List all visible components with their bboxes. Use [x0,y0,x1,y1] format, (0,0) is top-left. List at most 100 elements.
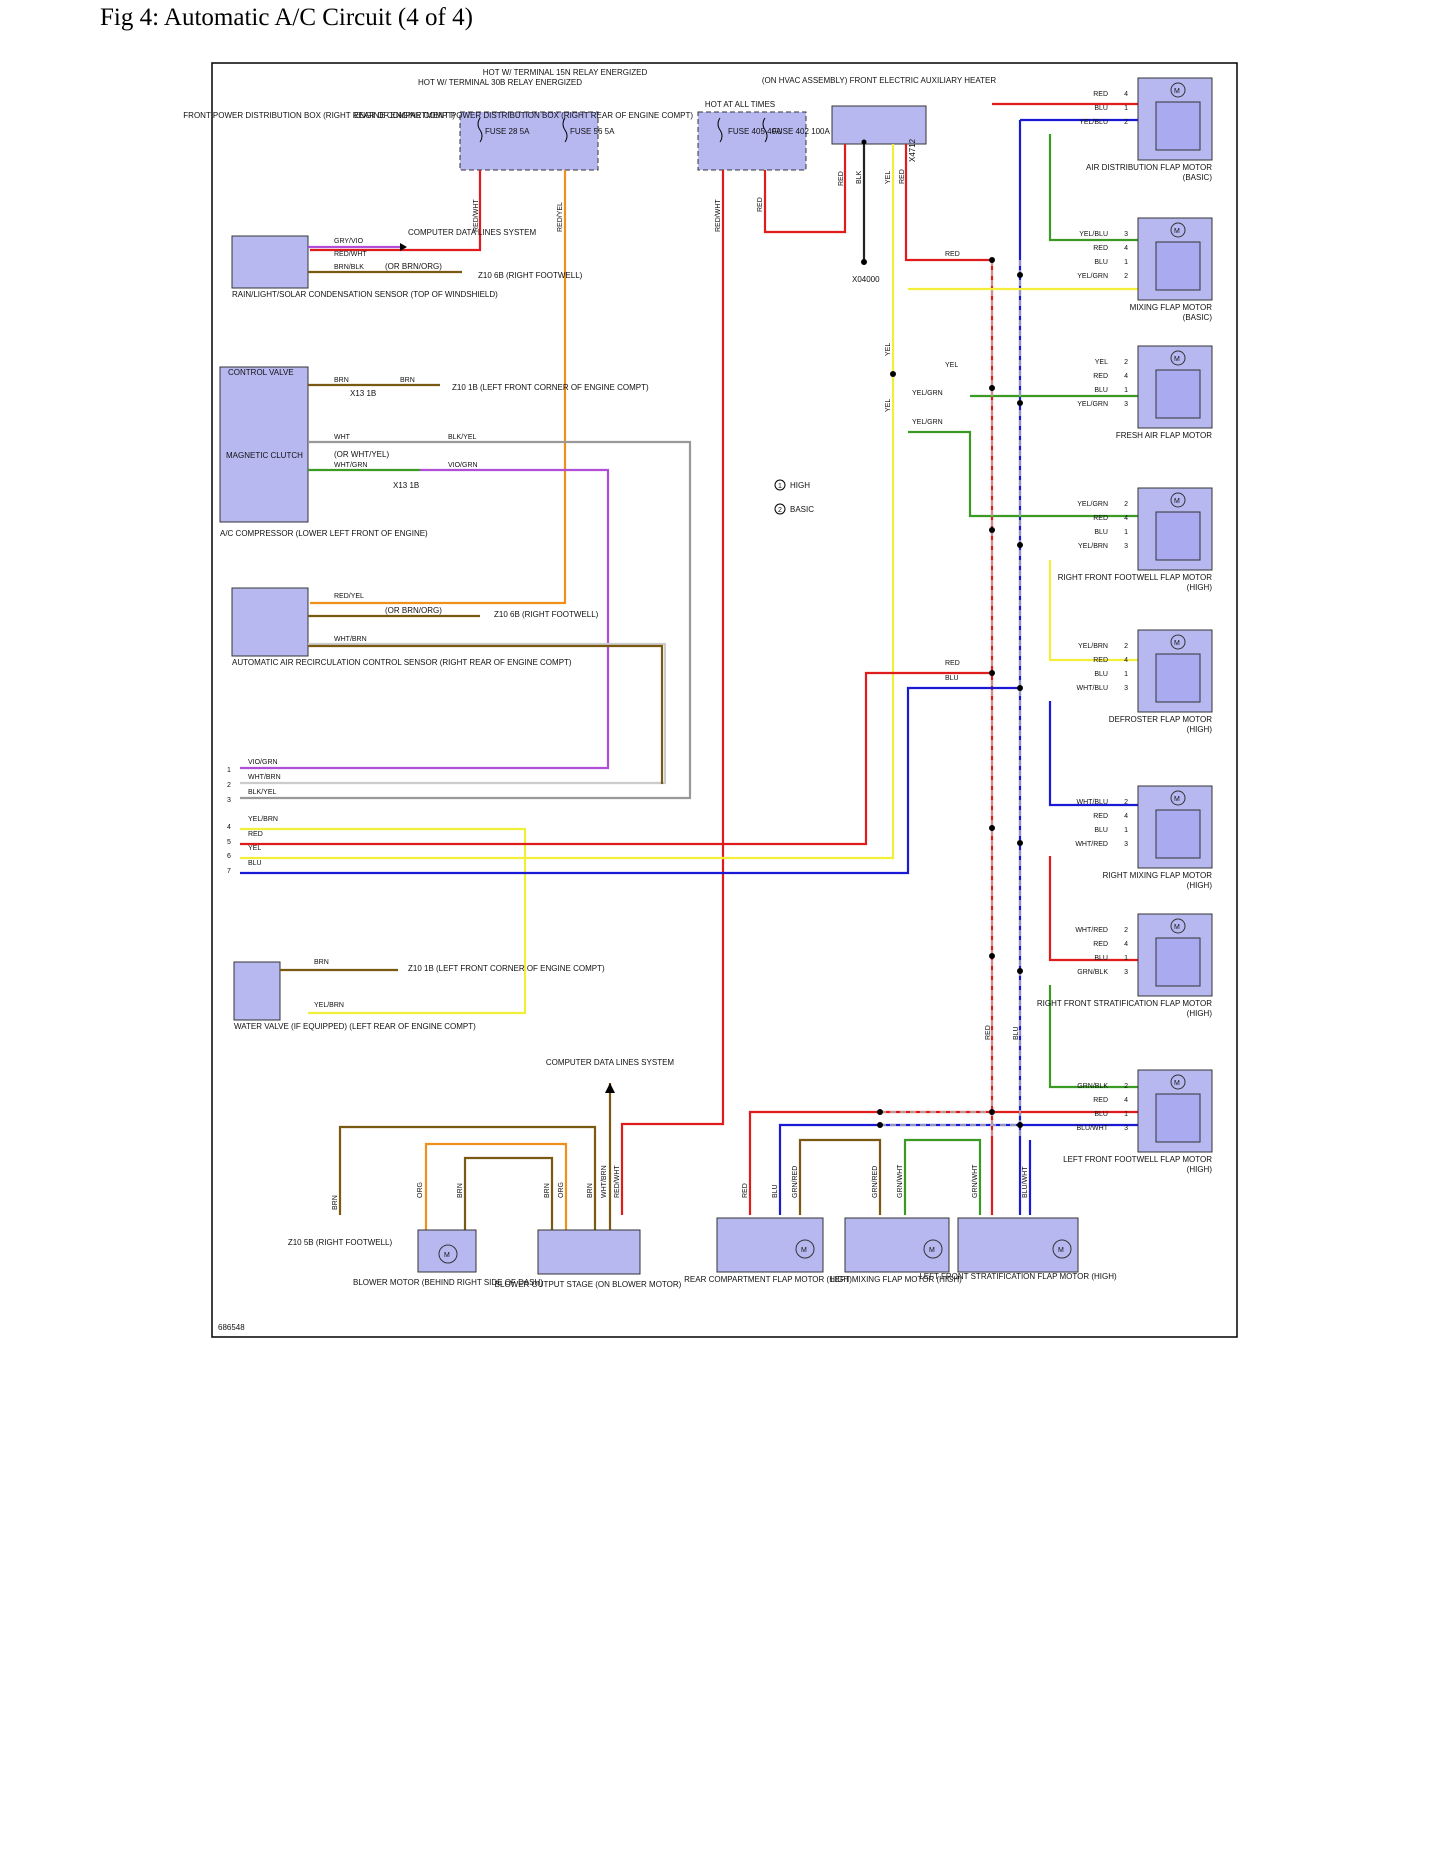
data-lines-label-2: COMPUTER DATA LINES SYSTEM [546,1058,675,1067]
motor-pin-wire: GRN/BLK [1077,969,1108,976]
front-pdb-label: FRONT POWER DISTRIBUTION BOX (RIGHT REAR… [183,111,455,120]
motor-symbol-letter: M [1174,228,1180,235]
or-brn-org-label-1: (OR BRN/ORG) [385,262,442,271]
vlabel-org-1: ORG [417,1182,424,1198]
motor-pin-number: 4 [1124,245,1128,252]
motor-pin-number: 1 [1124,387,1128,394]
flap-motor-label: LEFT FRONT FOOTWELL FLAP MOTOR [1063,1155,1212,1164]
fuse-402-label: FUSE 402 100A [772,127,830,136]
wire-vio-grn: VIO/GRN [448,462,478,469]
motor-pin-number: 1 [1124,955,1128,962]
motor-pin-wire: WHT/RED [1075,927,1108,934]
motor-pin-number: 1 [1124,827,1128,834]
vlabel-grn-red-2: GRN/RED [872,1166,879,1198]
flap-motor-label: (HIGH) [1187,881,1213,890]
flap-motor-label: (HIGH) [1187,1165,1213,1174]
wire-red-yel: RED/YEL [334,593,364,600]
hlabel-yel-grn-1: YEL/GRN [912,390,943,397]
legend-high-num: 1 [778,483,782,490]
diagram-id: 686548 [218,1323,245,1332]
motor-pin-number: 1 [1124,259,1128,266]
motor-pin-wire: BLU [1094,259,1108,266]
motor-pin-wire: RED [1093,245,1108,252]
motor-pin-number: 2 [1124,501,1128,508]
z10-6b-label-1: Z10 6B (RIGHT FOOTWELL) [478,271,583,280]
legend-basic: BASIC [790,505,814,514]
motor-pin-wire: BLU [1094,529,1108,536]
flap-motor-inner [1155,511,1201,561]
motor-pin-wire: BLU [1094,105,1108,112]
left-connector-pins: 1 VIO/GRN 2 WHT/BRN 3 BLK/YEL 4 YEL/BRN … [227,671,1020,1015]
engine-compartment-distribution-box: HOT AT ALL TIMES ENGINE COMPARTMENT POWE… [354,100,830,171]
pin-7-wire: BLU [248,860,262,867]
motor-pin-number: 4 [1124,657,1128,664]
motor-pin-number: 3 [1124,969,1128,976]
hlabel-yel-grn-2: YEL/GRN [912,419,943,426]
motor-pin-wire: RED [1093,373,1108,380]
wire-brn-blk: BRN/BLK [334,264,364,271]
flap-motor-label: (BASIC) [1183,313,1213,322]
legend-high: HIGH [790,481,810,490]
wire-brn-2: BRN [400,377,415,384]
bottom-flap-motors: REAR COMPARTMENT FLAP MOTOR (HIGH) LEFT … [684,1217,1117,1284]
motor-symbol-letter: M [1174,1080,1180,1087]
flap-motor-label: MIXING FLAP MOTOR [1130,303,1213,312]
vlabel-red-yel: RED/YEL [557,202,564,232]
vlabel-brn-4: BRN [587,1183,594,1198]
water-valve-label: WATER VALVE (IF EQUIPPED) (LEFT REAR OF … [234,1022,476,1031]
motor-pin-wire: RED [1093,941,1108,948]
motor-pin-number: 2 [1124,359,1128,366]
vlabel-grn-wht-2: GRN/WHT [972,1164,979,1198]
motor-symbol-letter: M [1174,356,1180,363]
rain-sensor-label: RAIN/LIGHT/SOLAR CONDENSATION SENSOR (TO… [232,290,498,299]
diagram-frame [211,62,1238,1338]
motor-pin-wire: YEL [1095,359,1108,366]
flap-motor-inner [1155,653,1201,703]
motor-pin-wire: YEL/GRN [1077,401,1108,408]
motor-symbol [1170,790,1186,806]
vlabel-brn-3: BRN [544,1183,551,1198]
data-lines-label: COMPUTER DATA LINES SYSTEM [408,228,537,237]
wire-wht-brn: WHT/BRN [334,636,367,643]
pin-2-wire: WHT/BRN [248,774,281,781]
motor-pin-wire: BLU [1094,387,1108,394]
motor-pin-number: 2 [1124,799,1128,806]
x4712-label: X4712 [908,138,917,162]
pin-2: 2 [227,782,231,789]
x13-1b-label-2: X13 1B [393,481,419,490]
motor-pin-wire: YEL/GRN [1077,273,1108,280]
wire-brn-1: BRN [334,377,349,384]
vlabel-blu-wht: BLU/WHT [1022,1166,1029,1198]
pin-3-wire: BLK/YEL [248,789,277,796]
motor-symbol [1170,222,1186,238]
motor-pin-wire: RED [1093,1097,1108,1104]
motor-pin-number: 4 [1124,813,1128,820]
recirc-sensor-label: AUTOMATIC AIR RECIRCULATION CONTROL SENS… [232,658,572,667]
motor-symbol-letter: M [1174,924,1180,931]
vlabel-blu-2: BLU [772,1184,779,1198]
motor-pin-number: 3 [1124,231,1128,238]
vertical-wire-labels: RED/WHT RED/YEL RED/WHT RED RED BLK YEL … [332,169,1029,1210]
motor-pin-wire: BLU [1094,671,1108,678]
motor-pin-wire: BLU [1094,827,1108,834]
legend: 1 HIGH 2 BASIC [774,479,814,515]
vlabel-red-2: RED [838,171,845,186]
wire-gry-vio: GRY/VIO [334,238,364,245]
motor-symbol [1170,492,1186,508]
rear-compartment-motor-label: REAR COMPARTMENT FLAP MOTOR (HIGH) [684,1275,852,1284]
pin-7: 7 [227,868,231,875]
flap-motor-label: (HIGH) [1187,725,1213,734]
vlabel-brn-2: BRN [457,1183,464,1198]
motor-pin-wire: YEL/BLU [1079,231,1108,238]
vlabel-red-3: RED [899,169,906,184]
pin-1: 1 [227,767,231,774]
motor-symbol-letter: M [1174,796,1180,803]
x04000-label: X04000 [852,275,880,284]
motor-pin-number: 2 [1124,119,1128,126]
flap-motor-label: DEFROSTER FLAP MOTOR [1109,715,1212,724]
vlabel-wht-brn: WHT/BRN [601,1165,608,1198]
motor-pin-wire: RED [1093,813,1108,820]
